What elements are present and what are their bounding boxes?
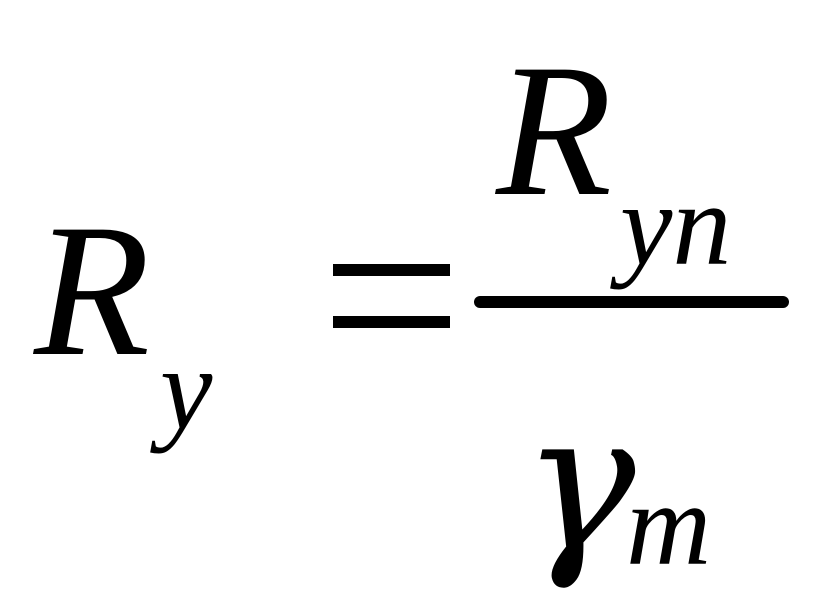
numerator-symbol: R: [496, 26, 613, 236]
lhs-symbol: R: [34, 186, 151, 396]
lhs-subscript: y: [160, 323, 213, 454]
numerator-subscript: yn: [620, 159, 732, 290]
denominator-subscript: m: [626, 459, 712, 590]
equals-sign-top-bar: [333, 264, 450, 276]
denominator-symbol: γ: [522, 372, 636, 593]
fraction-bar: [474, 296, 789, 308]
equals-sign-bottom-bar: [333, 316, 450, 328]
